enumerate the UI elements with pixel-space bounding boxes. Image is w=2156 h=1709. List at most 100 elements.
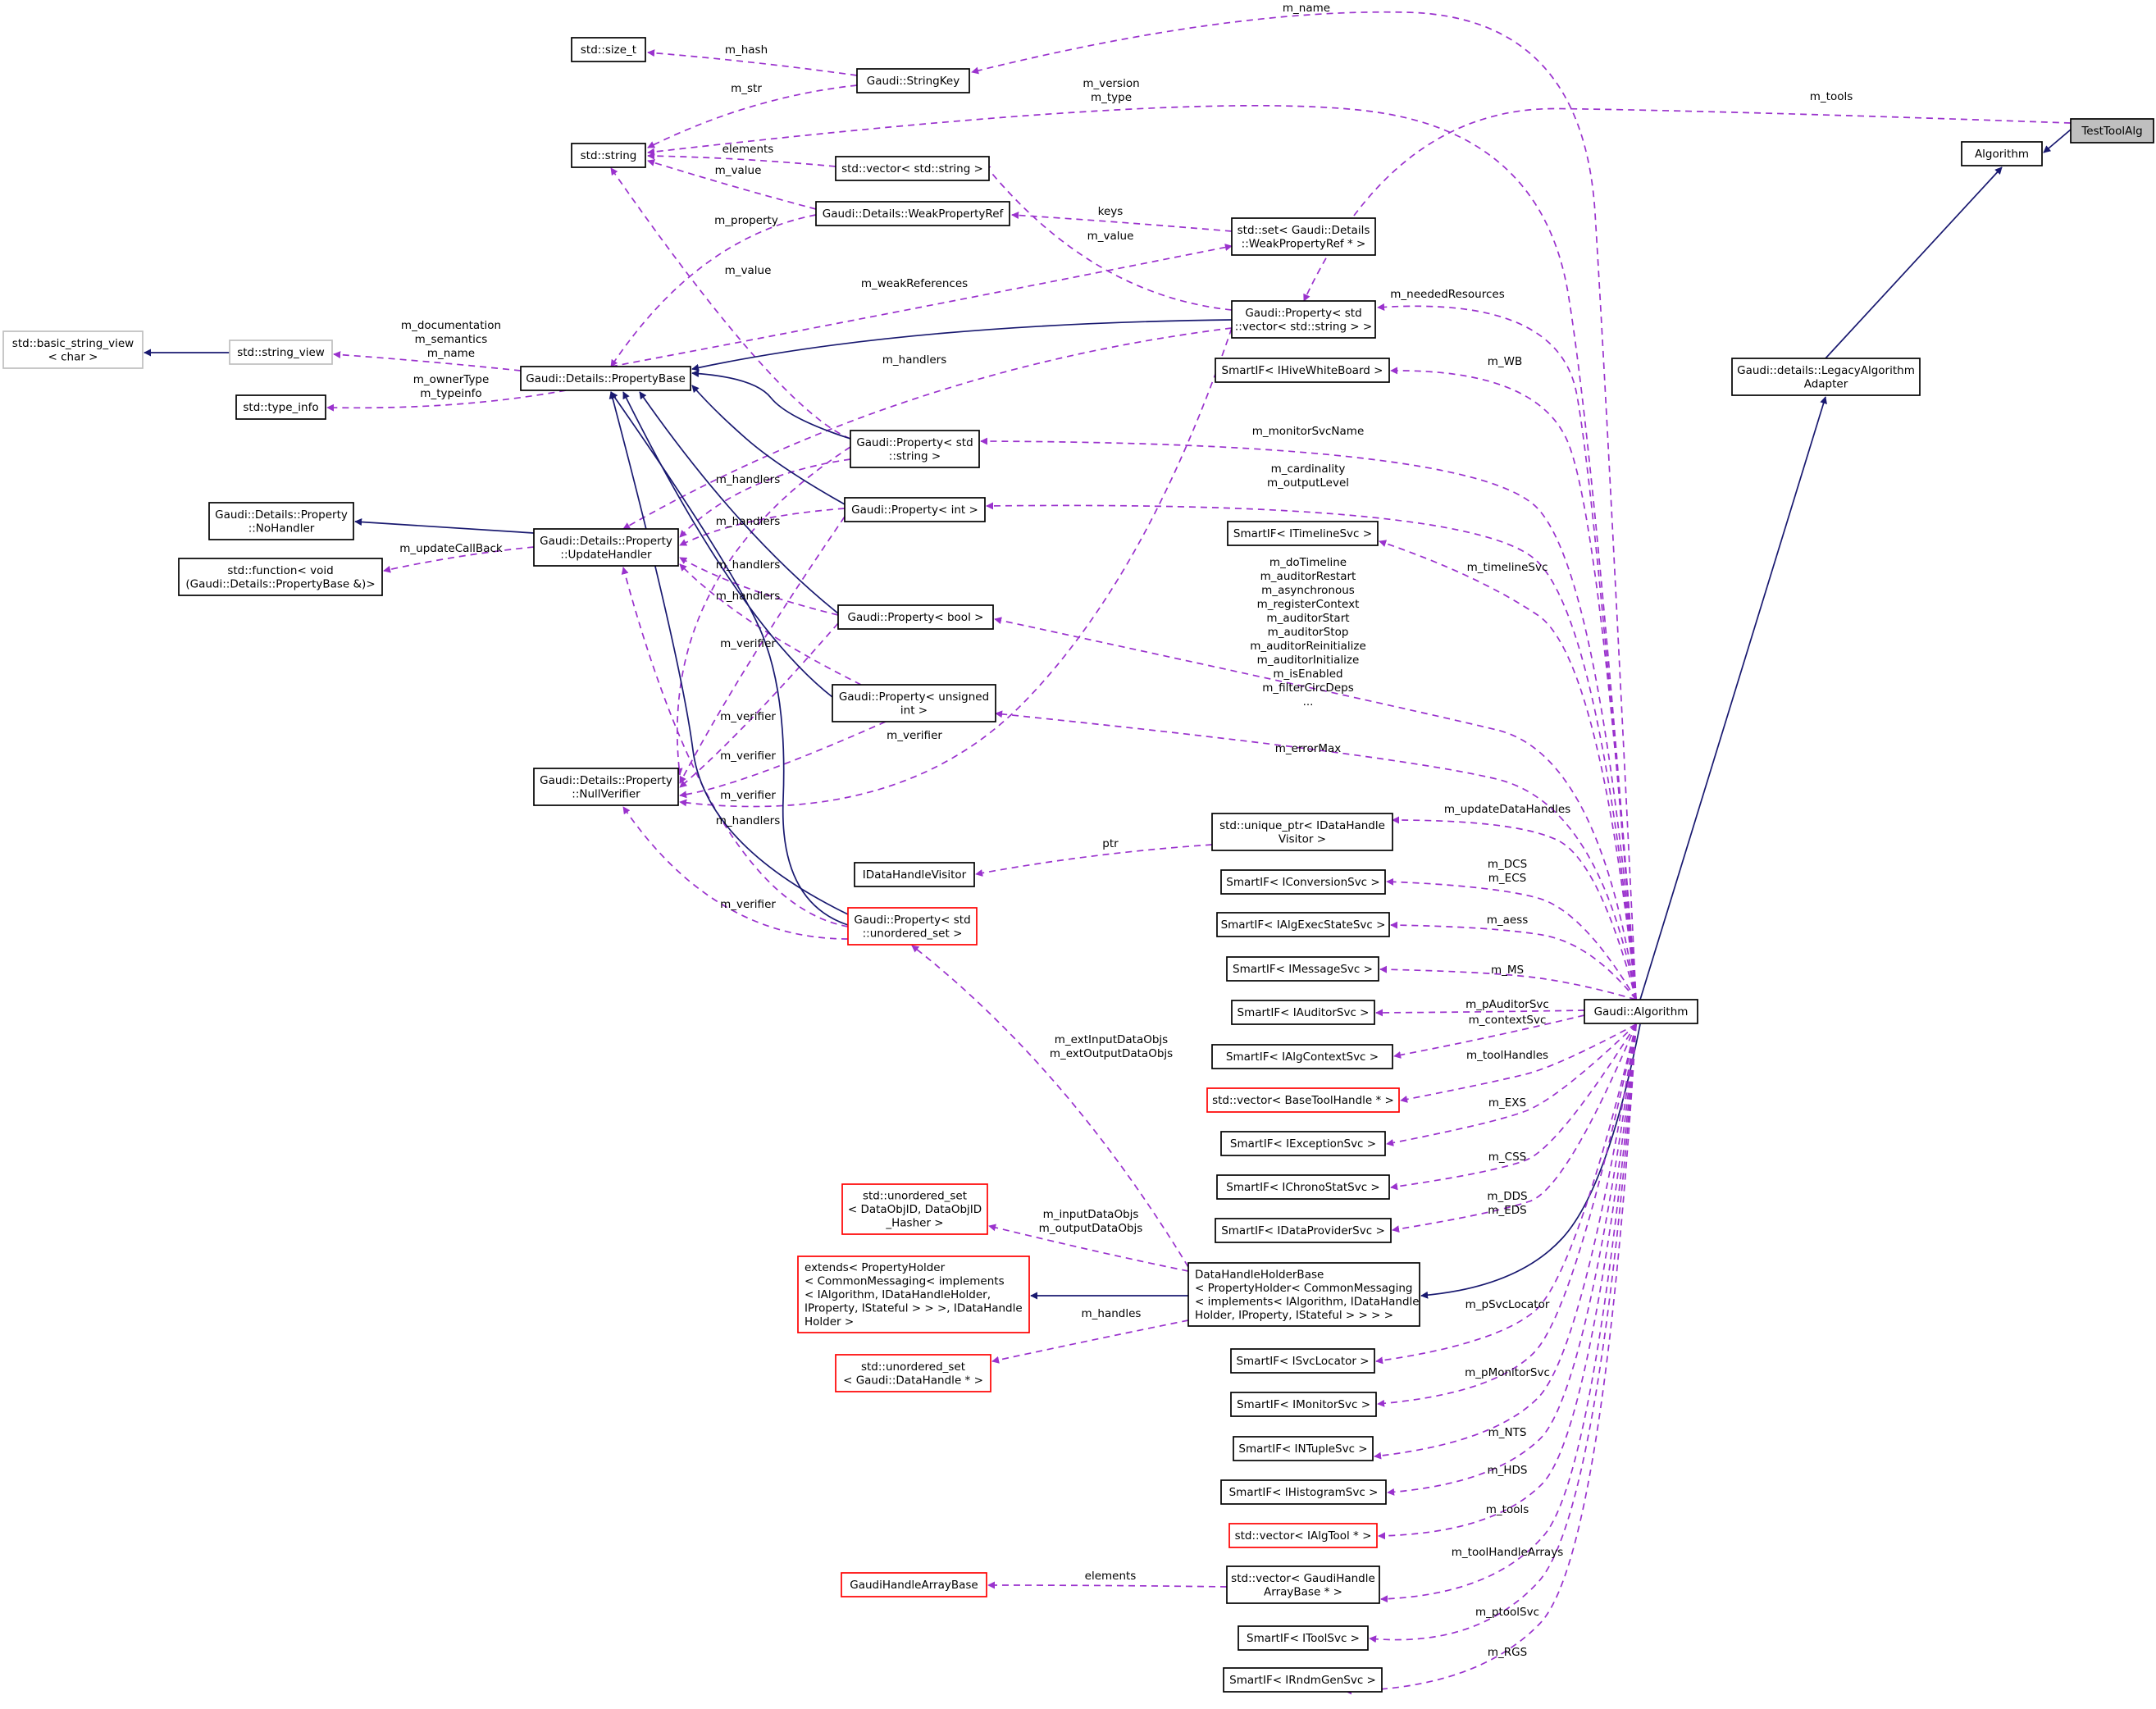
node-box-size_t <box>571 37 646 62</box>
node-box-dataprov <box>1215 1218 1392 1243</box>
node-propstr[interactable]: Gaudi::Property< std::string > <box>850 430 980 468</box>
node-box-propvec <box>1231 300 1376 339</box>
node-dhvisitor[interactable]: IDataHandleVisitor <box>854 862 975 887</box>
node-hivewb[interactable]: SmartIF< IHiveWhiteBoard > <box>1215 358 1390 383</box>
node-galg[interactable]: Gaudi::Algorithm <box>1584 999 1698 1024</box>
node-box-string <box>571 143 646 168</box>
node-box-monitor <box>1230 1392 1377 1417</box>
node-label-extends: < IAlgorithm, IDataHandleHolder, <box>805 1288 991 1301</box>
node-dhhb[interactable]: DataHandleHolderBase< PropertyHolder< Co… <box>1187 1262 1420 1327</box>
edge-label-m_inputs: m_inputDataObjs <box>1043 1208 1139 1221</box>
node-label-uptr: std::unique_ptr< IDataHandle <box>1219 819 1385 832</box>
node-algexec[interactable]: SmartIF< IAlgExecStateSvc > <box>1216 912 1390 937</box>
node-size_t[interactable]: std::size_t <box>571 37 646 62</box>
node-label-stringkey: Gaudi::StringKey <box>867 75 959 88</box>
node-nullver[interactable]: Gaudi::Details::Property::NullVerifier <box>533 768 679 806</box>
node-bsv[interactable]: std::basic_string_view< char > <box>2 330 144 369</box>
edge-label-m_upddh: m_updateDataHandles <box>1444 803 1570 816</box>
edge-label-m_card: m_outputLevel <box>1267 476 1349 490</box>
node-box-dhhb <box>1187 1262 1420 1327</box>
edge-setweak-weakref <box>1011 212 1233 232</box>
edge-propbool-propbase <box>639 391 839 614</box>
node-typeinfo[interactable]: std::type_info <box>235 394 326 420</box>
node-label-stdfunc: std::function< void <box>227 564 333 577</box>
node-extends[interactable]: extends< PropertyHolder< CommonMessaging… <box>797 1256 1030 1333</box>
node-label-propvec: ::vector< std::string > > <box>1235 320 1372 333</box>
node-propvec[interactable]: Gaudi::Property< std::vector< std::strin… <box>1231 300 1376 339</box>
node-stringkey[interactable]: Gaudi::StringKey <box>856 68 970 93</box>
node-propbool[interactable]: Gaudi::Property< bool > <box>837 604 994 630</box>
node-chrono[interactable]: SmartIF< IChronoStatSvc > <box>1216 1174 1390 1200</box>
edge-label-keys: keys <box>1098 205 1124 218</box>
node-timeline[interactable]: SmartIF< ITimelineSvc > <box>1227 521 1379 546</box>
edge-galg-legacy <box>1639 396 1827 1000</box>
node-label-weakref: Gaudi::Details::WeakPropertyRef <box>823 207 1005 221</box>
node-box-vecstring <box>835 156 990 181</box>
node-ghab[interactable]: GaudiHandleArrayBase <box>841 1572 987 1597</box>
node-auditor[interactable]: SmartIF< IAuditorSvc > <box>1231 1000 1375 1025</box>
edge-label-m_card: m_cardinality <box>1271 463 1346 476</box>
node-algorithm[interactable]: Algorithm <box>1961 141 2043 166</box>
node-label-usetid: < DataObjID, DataObjID <box>848 1203 982 1216</box>
edge-label-m_bools: m_isEnabled <box>1273 668 1342 681</box>
edge-label-m_verifier_b: m_verifier <box>720 710 776 723</box>
node-vecstring[interactable]: std::vector< std::string > <box>835 156 990 181</box>
node-nohandler[interactable]: Gaudi::Details::Property::NoHandler <box>208 502 354 540</box>
edge-weakref-propbase <box>610 214 817 367</box>
edge-label-m_exs: m_EXS <box>1488 1096 1526 1110</box>
node-svcloc[interactable]: SmartIF< ISvcLocator > <box>1230 1348 1375 1374</box>
node-label-propuint: int > <box>900 704 928 717</box>
edge-testtool-algorithm <box>2043 129 2072 153</box>
node-toolsvc[interactable]: SmartIF< IToolSvc > <box>1238 1625 1369 1651</box>
node-conversion[interactable]: SmartIF< IConversionSvc > <box>1220 869 1386 895</box>
node-propuset[interactable]: Gaudi::Property< std::unordered_set > <box>847 907 978 946</box>
node-algctx[interactable]: SmartIF< IAlgContextSvc > <box>1211 1044 1393 1069</box>
edge-label-m_value_wr: m_value <box>715 164 762 177</box>
node-label-dhhb: Holder, IProperty, IStateful > > > > <box>1195 1309 1393 1322</box>
node-weakref[interactable]: Gaudi::Details::WeakPropertyRef <box>815 201 1010 226</box>
node-usethandle[interactable]: std::unordered_set< Gaudi::DataHandle * … <box>835 1354 991 1392</box>
node-string[interactable]: std::string <box>571 143 646 168</box>
node-updhandler[interactable]: Gaudi::Details::Property::UpdateHandler <box>533 528 679 567</box>
node-box-propuint <box>832 684 996 722</box>
node-setweak[interactable]: std::set< Gaudi::Details::WeakPropertyRe… <box>1231 217 1376 256</box>
node-dataprov[interactable]: SmartIF< IDataProviderSvc > <box>1215 1218 1392 1243</box>
node-propuint[interactable]: Gaudi::Property< unsigned int > <box>832 684 996 722</box>
node-box-algctx <box>1211 1044 1393 1069</box>
node-box-auditor <box>1231 1000 1375 1025</box>
node-ntuple[interactable]: SmartIF< INTupleSvc > <box>1233 1436 1374 1461</box>
node-basetool[interactable]: std::vector< BaseToolHandle * > <box>1206 1087 1400 1113</box>
edge-label-m_bools: m_auditorReinitialize <box>1250 640 1366 653</box>
edge-label-m_needed: m_neededResources <box>1390 288 1504 301</box>
node-propbase[interactable]: Gaudi::Details::PropertyBase <box>520 366 691 391</box>
node-rndm[interactable]: SmartIF< IRndmGenSvc > <box>1223 1667 1383 1693</box>
node-monitor[interactable]: SmartIF< IMonitorSvc > <box>1230 1392 1377 1417</box>
node-testtool[interactable]: TestToolAlg <box>2070 118 2154 144</box>
node-histo[interactable]: SmartIF< IHistogramSvc > <box>1220 1479 1387 1505</box>
node-box-timeline <box>1227 521 1379 546</box>
node-usetid[interactable]: std::unordered_set< DataObjID, DataObjID… <box>841 1183 988 1235</box>
node-vecghab[interactable]: std::vector< GaudiHandleArrayBase * > <box>1226 1565 1380 1604</box>
node-stdfunc[interactable]: std::function< void(Gaudi::Details::Prop… <box>178 558 383 596</box>
node-label-propstr: ::string > <box>889 449 941 463</box>
edge-label-m_wb: m_WB <box>1488 355 1523 368</box>
edge-galg-algctx <box>1393 1014 1585 1059</box>
node-propint[interactable]: Gaudi::Property< int > <box>844 497 986 522</box>
node-box-vecghab <box>1226 1565 1380 1604</box>
edge-label-m_pauditor: m_pAuditorSvc <box>1465 998 1549 1011</box>
edge-propbase-typeinfo <box>326 390 567 412</box>
edge-label-m_name: m_name <box>1283 2 1330 15</box>
node-algtool[interactable]: std::vector< IAlgTool * > <box>1228 1523 1378 1548</box>
node-label-dhvisitor: IDataHandleVisitor <box>863 868 967 882</box>
edge-label-m_version: m_type <box>1091 91 1132 104</box>
node-box-bsv <box>2 330 144 369</box>
node-message[interactable]: SmartIF< IMessageSvc > <box>1226 956 1379 982</box>
node-box-legacy <box>1731 358 1921 396</box>
node-exception[interactable]: SmartIF< IExceptionSvc > <box>1220 1131 1386 1156</box>
node-sv[interactable]: std::string_view <box>229 340 333 365</box>
node-uptr[interactable]: std::unique_ptr< IDataHandleVisitor > <box>1211 813 1393 851</box>
edge-galg-algtool <box>1378 1023 1637 1540</box>
node-label-histo: SmartIF< IHistogramSvc > <box>1229 1486 1379 1499</box>
